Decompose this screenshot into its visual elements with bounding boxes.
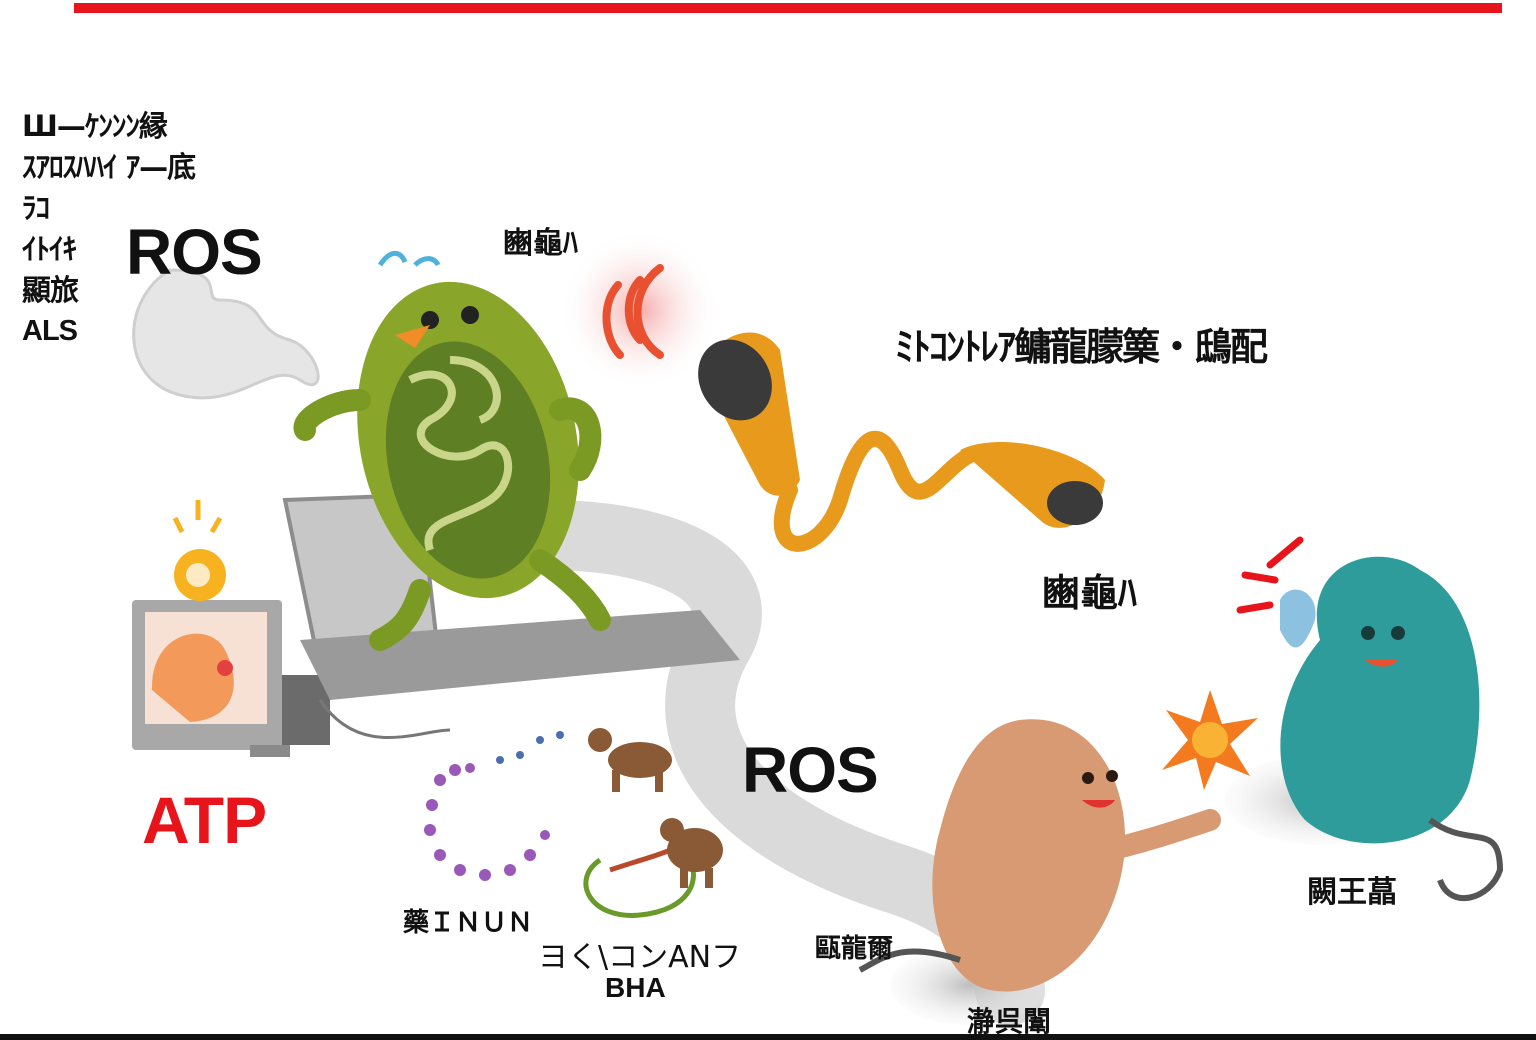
top-accent-bar	[74, 3, 1502, 13]
fluffy-cell-character	[858, 719, 1221, 1025]
burst-icon	[1162, 690, 1258, 790]
mito-title: ﾐﾄｺﾝﾄﾚｱ鳙龍朦篥・鴟配	[895, 325, 1268, 369]
side-list-item: Ш—ｹﾝﾝﾝ縁	[22, 109, 168, 143]
signal-waves-icon	[602, 264, 664, 359]
ros-mid-label: ROS	[742, 734, 879, 806]
ros-smoke	[132, 268, 320, 400]
ros-top-label: ROS	[126, 216, 263, 288]
dna-left-label: 藥ＩＮＵＮ	[403, 908, 534, 938]
mitochondria-character	[293, 250, 611, 651]
side-list-item: ｲﾄｲｷ	[22, 232, 77, 266]
side-list-item: ﾗｺ	[22, 191, 50, 225]
atp-label: ATP	[142, 783, 267, 857]
monkey-figure	[588, 728, 723, 888]
side-list-item: ｽｱﾛｽﾊﾊｲ ｱ—底	[22, 150, 196, 184]
cell-bottom-label: 瀞呉闈	[967, 1005, 1052, 1038]
cell-right-label: 闕王蕌	[1307, 875, 1397, 910]
cell-mid-label: 甌龍爾	[815, 934, 894, 964]
side-list: Ш—ｹﾝﾝﾝ縁 ｽｱﾛｽﾊﾊｲ ｱ—底 ﾗｺ ｲﾄｲｷ 顯旅 ALS	[22, 106, 196, 352]
side-list-item: 顯旅	[22, 273, 79, 307]
dna-jp-label: ヨく\コンАNフ	[538, 940, 742, 975]
dna-strand	[424, 731, 564, 881]
bottom-bar	[0, 1034, 1536, 1040]
monitor-icon	[132, 600, 330, 757]
spiky-cell-character	[1225, 556, 1504, 901]
lightbulb-icon	[172, 500, 226, 601]
signal-top-label: 豳龜ﾊ	[503, 226, 578, 261]
alert-rays-icon	[1236, 536, 1304, 614]
side-list-item: ALS	[22, 315, 78, 347]
megaphone-icon	[698, 332, 1105, 552]
signal-right-label: 豳龜ﾊ	[1042, 571, 1138, 615]
dna-en-label: BHA	[605, 972, 666, 1003]
grey-path	[435, 499, 1045, 1025]
